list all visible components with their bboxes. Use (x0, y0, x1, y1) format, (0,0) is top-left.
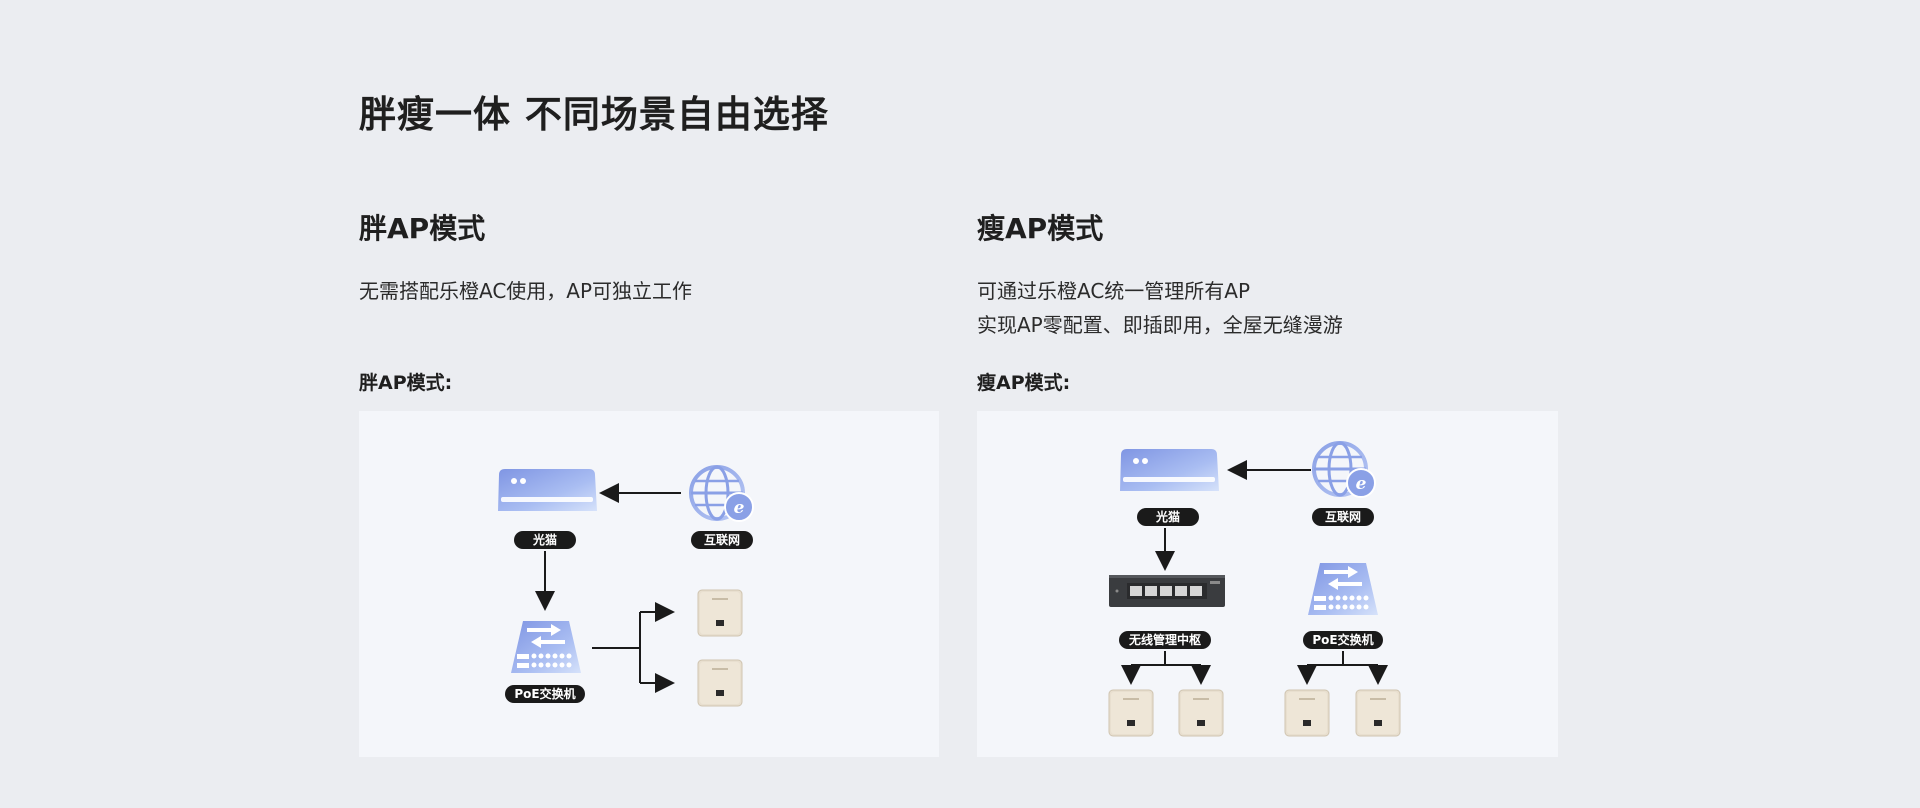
thin-ap-title: 瘦AP模式 (977, 212, 1104, 245)
globe-icon: e (1312, 441, 1376, 498)
modem-pill: 光猫 (514, 531, 576, 549)
fat-ap-desc-line: 无需搭配乐橙AC使用，AP可独立工作 (359, 279, 693, 303)
access-point-icon (1178, 689, 1224, 737)
page-title: 胖瘦一体 不同场景自由选择 (359, 93, 829, 136)
modem-label: 光猫 (532, 532, 557, 547)
thin-ap-diagram: e 光猫 互联网 (977, 411, 1558, 757)
branch-lines (1121, 651, 1388, 685)
poe-label: PoE交换机 (1312, 632, 1373, 647)
thin-ap-desc-line: 可通过乐橙AC统一管理所有AP (977, 279, 1251, 303)
access-point-icon (697, 659, 743, 707)
poe-pill: PoE交换机 (1303, 631, 1383, 649)
internet-label: 互联网 (1325, 510, 1361, 524)
controller-icon (1109, 575, 1225, 607)
access-point-icon (1355, 689, 1401, 737)
fat-ap-title: 胖AP模式 (359, 212, 486, 245)
svg-text:e: e (734, 498, 745, 518)
internet-pill: 互联网 (691, 531, 753, 549)
fat-ap-section: 胖AP模式 无需搭配乐橙AC使用，AP可独立工作 胖AP模式: (359, 210, 939, 757)
modem-icon (1120, 449, 1219, 491)
poe-switch-icon (1308, 563, 1378, 615)
fat-ap-diagram-svg: e 光猫 互联网 (498, 465, 754, 707)
access-point-icon (1284, 689, 1330, 737)
modem-pill: 光猫 (1137, 508, 1199, 526)
fat-ap-diagram: e 光猫 互联网 (359, 411, 939, 757)
thin-ap-diagram-svg: e 光猫 互联网 (1108, 441, 1401, 737)
controller-label: 无线管理中枢 (1128, 632, 1201, 647)
thin-ap-description: 可通过乐橙AC统一管理所有AP 实现AP零配置、即插即用，全屋无缝漫游 (977, 274, 1558, 354)
poe-label: PoE交换机 (514, 686, 575, 701)
access-point-icon (697, 589, 743, 637)
svg-text:e: e (1356, 474, 1367, 494)
thin-ap-section: 瘦AP模式 可通过乐橙AC统一管理所有AP 实现AP零配置、即插即用，全屋无缝漫… (977, 210, 1558, 757)
modem-label: 光猫 (1155, 509, 1180, 524)
poe-switch-icon (511, 621, 581, 673)
internet-pill: 互联网 (1312, 508, 1374, 526)
controller-pill: 无线管理中枢 (1119, 631, 1211, 649)
thin-ap-desc-line: 实现AP零配置、即插即用，全屋无缝漫游 (977, 313, 1343, 337)
branch-lines (592, 602, 675, 693)
poe-pill: PoE交换机 (505, 685, 585, 703)
access-point-icon (1108, 689, 1154, 737)
fat-ap-diagram-label: 胖AP模式: (359, 372, 453, 394)
modem-icon (498, 469, 597, 511)
thin-ap-diagram-label: 瘦AP模式: (977, 372, 1071, 394)
fat-ap-description: 无需搭配乐橙AC使用，AP可独立工作 (359, 274, 939, 354)
globe-icon: e (689, 465, 754, 522)
internet-label: 互联网 (704, 533, 740, 547)
